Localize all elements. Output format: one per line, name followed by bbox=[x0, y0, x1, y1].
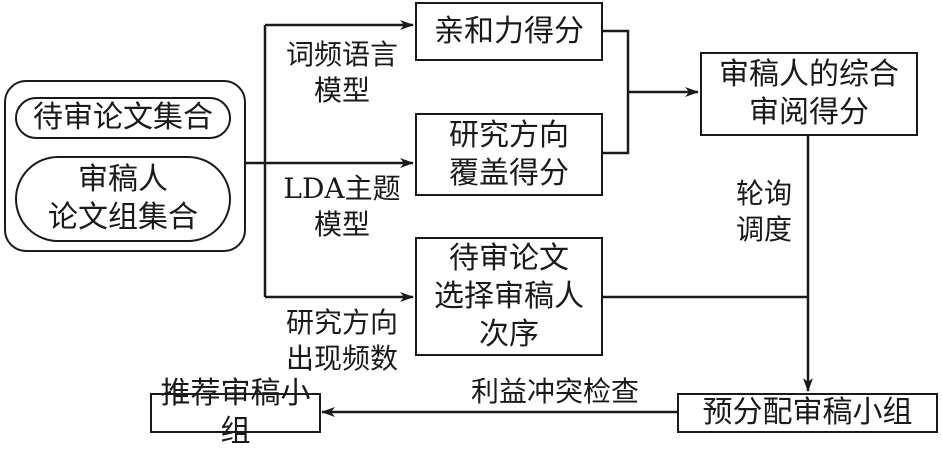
selection-order-box: 待审论文 选择审稿人 次序 bbox=[415, 237, 603, 356]
box-label: 待审论文 bbox=[449, 240, 569, 276]
connector-affinity-combiner bbox=[602, 29, 630, 155]
label-line: 研究方向 bbox=[285, 306, 398, 339]
coverage-score-box: 研究方向 覆盖得分 bbox=[415, 113, 603, 196]
input-group bbox=[4, 80, 246, 252]
box-label: 审稿人的综合 bbox=[719, 57, 899, 92]
reviewer-set-label-line1: 审稿人 bbox=[78, 162, 168, 197]
combined-review-score-box: 审稿人的综合 审阅得分 bbox=[700, 52, 918, 136]
box-label: 亲和力得分 bbox=[434, 13, 584, 49]
label-line: 出现频数 bbox=[285, 342, 398, 375]
label-conflict-of-interest-check: 利益冲突检查 bbox=[440, 374, 670, 410]
box-label: 推荐审稿小组 bbox=[160, 376, 311, 449]
label-line: 词频语言 bbox=[285, 38, 398, 71]
box-label: 次序 bbox=[479, 316, 539, 352]
affinity-score-box: 亲和力得分 bbox=[415, 2, 603, 61]
label-line: 模型 bbox=[313, 74, 370, 107]
connector-layer bbox=[246, 20, 813, 417]
reviewer-set-label-line2: 论文组集合 bbox=[48, 200, 198, 235]
label-word-frequency-model: 词频语言 模型 bbox=[272, 37, 412, 109]
papers-to-review-set: 待审论文集合 bbox=[15, 97, 231, 139]
box-label: 选择审稿人 bbox=[434, 278, 584, 314]
label-lda-topic-model: LDA主题 模型 bbox=[270, 171, 414, 243]
papers-to-review-set-label: 待审论文集合 bbox=[33, 100, 213, 135]
box-label: 预分配审稿小组 bbox=[702, 395, 913, 430]
label-line: 模型 bbox=[313, 208, 370, 241]
label-line: 调度 bbox=[735, 213, 792, 246]
recommended-review-group-box: 推荐审稿小组 bbox=[150, 376, 321, 449]
label-line: LDA主题 bbox=[283, 172, 401, 205]
box-label: 研究方向 bbox=[449, 117, 569, 153]
box-label: 审阅得分 bbox=[749, 95, 869, 130]
reviewer-paper-group-set: 审稿人 论文组集合 bbox=[15, 156, 231, 242]
label-research-direction-frequency: 研究方向 出现频数 bbox=[272, 305, 412, 377]
pre-assigned-review-group-box: 预分配审稿小组 bbox=[677, 393, 938, 433]
label-line: 利益冲突检查 bbox=[470, 375, 639, 408]
label-round-robin-scheduling: 轮询 调度 bbox=[726, 176, 802, 248]
box-label: 覆盖得分 bbox=[449, 155, 569, 191]
label-line: 轮询 bbox=[735, 177, 792, 210]
